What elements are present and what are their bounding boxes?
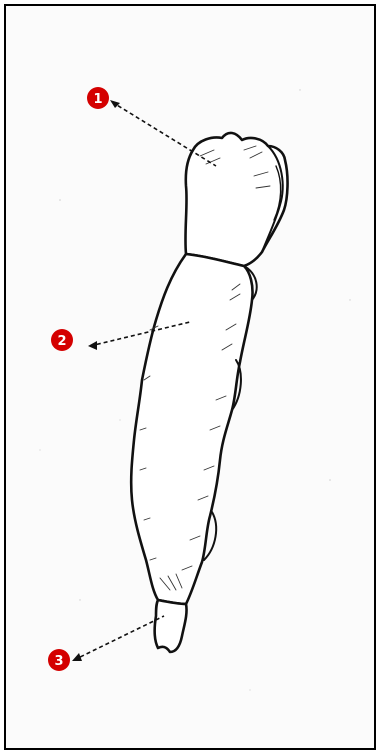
tooth-root [131, 254, 252, 604]
tooth-root-tip [155, 600, 187, 652]
leader-line-3 [74, 616, 164, 660]
marker-2: 2 [51, 329, 73, 351]
marker-3: 3 [48, 649, 70, 671]
tooth-crown [185, 133, 287, 266]
marker-1-label: 1 [93, 92, 102, 107]
marker-3-label: 3 [54, 654, 63, 669]
tooth-illustration [131, 133, 287, 652]
arrow-heads [72, 100, 120, 661]
arrow-head-2 [88, 341, 97, 350]
arrow-head-3 [72, 653, 82, 661]
marker-2-label: 2 [57, 334, 66, 349]
marker-1: 1 [87, 87, 109, 109]
